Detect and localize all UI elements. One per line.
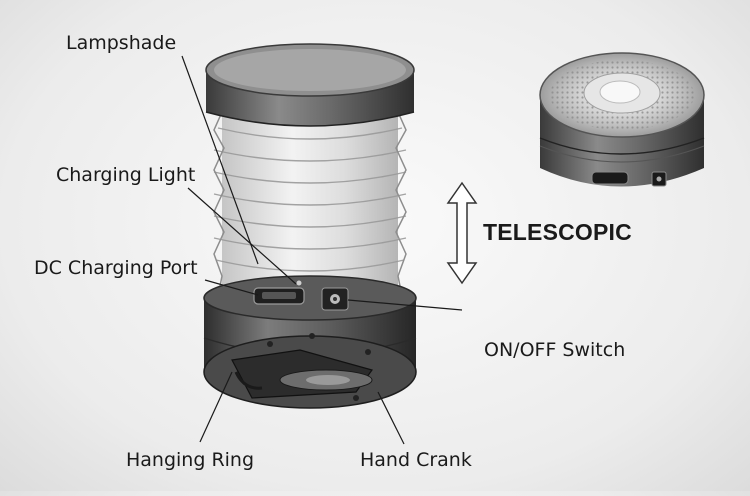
leader-charging-light xyxy=(187,187,297,285)
label-hand-crank: Hand Crank xyxy=(360,449,472,471)
label-on-off-switch: ON/OFF Switch xyxy=(484,339,626,361)
label-charging-light: Charging Light xyxy=(56,164,196,186)
top-cap xyxy=(205,43,415,127)
leader-lampshade xyxy=(181,55,259,265)
shade-ribs xyxy=(213,127,407,272)
label-lampshade: Lampshade xyxy=(66,32,177,54)
leader-switch xyxy=(347,299,463,311)
collapsed-lantern xyxy=(539,52,705,187)
label-dc-charging-port: DC Charging Port xyxy=(34,257,198,279)
base-unit xyxy=(203,275,417,409)
telescopic-arrow xyxy=(446,181,478,285)
hanging-ring-part xyxy=(234,371,263,390)
label-telescopic: TELESCOPIC xyxy=(483,219,632,245)
leader-lines xyxy=(181,55,463,445)
charging-led-part xyxy=(296,280,302,286)
label-hanging-ring: Hanging Ring xyxy=(126,449,255,471)
leader-dc-port xyxy=(204,279,259,296)
hand-crank-part xyxy=(231,349,373,399)
leader-hand-crank xyxy=(377,391,405,445)
lampshade-body xyxy=(213,111,407,304)
leader-hanging-ring xyxy=(199,371,233,443)
